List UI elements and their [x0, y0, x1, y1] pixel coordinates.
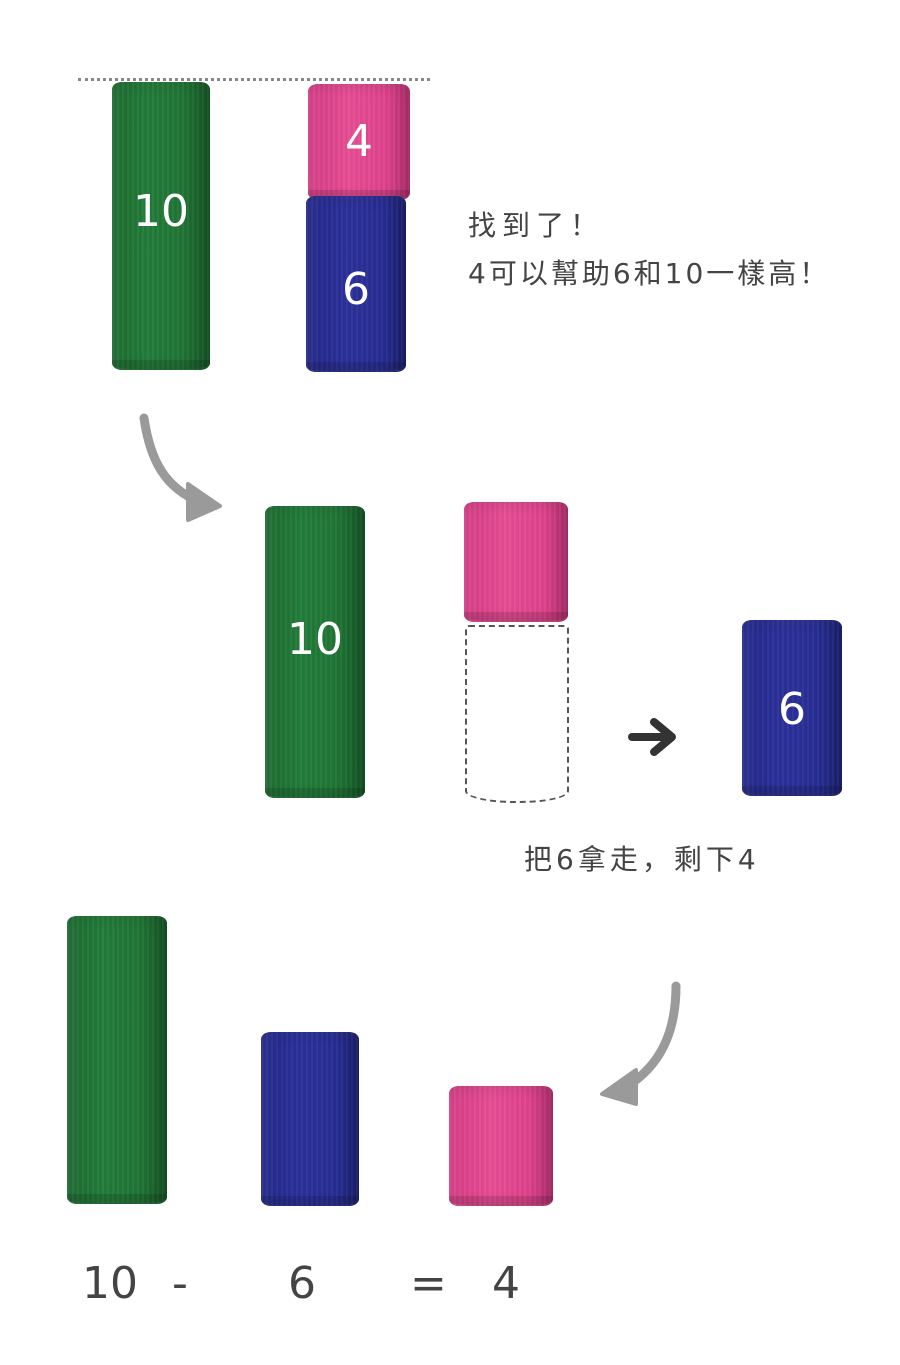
- top-green-cylinder: 10: [112, 82, 210, 370]
- top-pink-cylinder: 4: [308, 84, 410, 200]
- equation-b: 6: [288, 1258, 316, 1309]
- note-found-line1: 找到了！: [468, 209, 605, 242]
- bottom-green-cylinder: [67, 916, 167, 1204]
- top-blue-cylinder: 6: [306, 196, 406, 372]
- removed-block-outline: [465, 625, 569, 803]
- equation-minus: -: [172, 1258, 188, 1309]
- arrow-right-icon: [628, 718, 676, 756]
- top-blue-label: 6: [342, 264, 370, 315]
- curved-arrow-down-left-icon: [600, 981, 681, 1106]
- mid-green-label: 10: [287, 614, 343, 665]
- top-green-label: 10: [133, 186, 189, 237]
- equation-a: 10: [82, 1258, 138, 1309]
- note-found-line2: 4可以幫助6和10一樣高！: [468, 257, 831, 290]
- mid-blue-cylinder: 6: [742, 620, 842, 796]
- mid-pink-cylinder: [464, 502, 568, 622]
- top-pink-label: 4: [345, 116, 373, 167]
- height-guide-line: [78, 78, 430, 81]
- mid-blue-label: 6: [778, 684, 806, 735]
- note-take-away: 把6拿走，剩下4: [524, 843, 760, 876]
- bottom-blue-cylinder: [261, 1032, 359, 1206]
- bottom-pink-cylinder: [449, 1086, 553, 1206]
- equation-equals: =: [410, 1258, 447, 1309]
- curved-arrow-down-right-icon: [139, 413, 222, 522]
- mid-green-cylinder: 10: [265, 506, 365, 798]
- equation-result: 4: [492, 1258, 520, 1309]
